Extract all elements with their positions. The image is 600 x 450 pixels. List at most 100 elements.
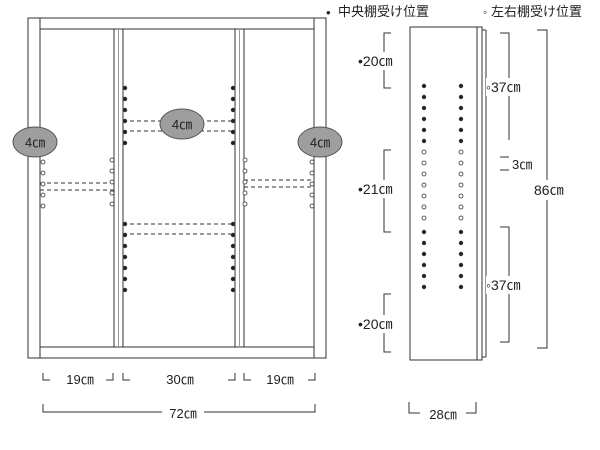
side-panel	[409, 26, 483, 361]
center-pin-hole	[122, 287, 128, 293]
center-pin-hole	[122, 107, 128, 113]
side-pin-hole	[421, 182, 427, 188]
center-pin-hole	[230, 254, 236, 260]
side-pin-hole	[40, 170, 46, 176]
center-pin-hole	[458, 105, 464, 111]
side-pin-hole	[242, 179, 248, 185]
center-pin-hole	[458, 94, 464, 100]
side-pin-hole	[242, 157, 248, 163]
side-pin-hole	[309, 203, 315, 209]
left-shelf	[40, 182, 114, 191]
side-pin-hole	[421, 171, 427, 177]
total-width-label: 72㎝	[169, 406, 196, 421]
center-pin-hole	[458, 284, 464, 290]
center-range-bottom-label: •20㎝	[358, 316, 392, 332]
side-range-top-label: ◦37㎝	[486, 79, 521, 95]
side-pin-hole	[421, 204, 427, 210]
side-pin-hole	[242, 201, 248, 207]
center-pin-hole	[230, 243, 236, 249]
side-pin-hole	[109, 168, 115, 174]
center-pin-hole	[421, 83, 427, 89]
side-pin-hole	[40, 159, 46, 165]
gap-badge-center: 4㎝	[159, 108, 205, 140]
front-view	[27, 17, 327, 359]
center-pin-hole	[421, 240, 427, 246]
side-pin-hole	[458, 149, 464, 155]
side-range-bottom-label: ◦37㎝	[486, 277, 521, 293]
center-pin-hole	[421, 116, 427, 122]
right-outer-panel	[313, 17, 327, 359]
side-pin-hole	[242, 190, 248, 196]
center-pin-hole	[458, 116, 464, 122]
center-pin-hole	[122, 265, 128, 271]
legend-side-label: 左右棚受け位置	[491, 4, 582, 19]
center-pin-hole	[421, 138, 427, 144]
center-pin-hole	[458, 127, 464, 133]
center-pin-hole	[122, 129, 128, 135]
side-pin-hole	[309, 170, 315, 176]
center-pin-hole	[458, 229, 464, 235]
side-pin-hole	[40, 203, 46, 209]
center-pin-hole	[230, 118, 236, 124]
center-shelf-lower	[123, 223, 235, 235]
legend-center-label: 中央棚受け位置	[338, 4, 429, 19]
center-pin-hole	[122, 85, 128, 91]
center-pin-hole	[421, 229, 427, 235]
center-pin-hole	[458, 262, 464, 268]
center-pin-hole	[122, 96, 128, 102]
legend-center-marker: •	[326, 5, 331, 20]
center-pin-hole	[230, 96, 236, 102]
legend: • 中央棚受け位置 ◦ 左右棚受け位置	[326, 4, 582, 20]
side-pin-hole	[109, 201, 115, 207]
side-pin-hole	[458, 171, 464, 177]
center-pin-hole	[230, 85, 236, 91]
side-pin-hole	[109, 157, 115, 163]
center-pin-hole	[421, 94, 427, 100]
depth-label: 28㎝	[429, 407, 456, 422]
legend-side-marker: ◦	[483, 5, 487, 19]
gap-badge-center-label: 4㎝	[172, 117, 192, 132]
center-pin-hole	[230, 276, 236, 282]
center-pin-hole	[458, 138, 464, 144]
side-pin-hole	[458, 182, 464, 188]
gap-badge-right: 4㎝	[297, 126, 343, 158]
center-pin-hole	[122, 140, 128, 146]
side-pin-hole	[109, 179, 115, 185]
side-pin-hole	[421, 160, 427, 166]
width-right-label: 19㎝	[266, 372, 293, 387]
center-pin-hole	[458, 83, 464, 89]
gap-badge-left: 4㎝	[12, 126, 58, 158]
center-pin-hole	[122, 221, 128, 227]
center-pin-hole	[122, 276, 128, 282]
side-pin-hole	[40, 192, 46, 198]
center-pin-hole	[421, 127, 427, 133]
side-pin-hole	[458, 215, 464, 221]
side-pin-hole	[421, 193, 427, 199]
side-view	[409, 26, 487, 361]
side-pin-hole	[309, 192, 315, 198]
side-pin-hole	[109, 190, 115, 196]
side-pin-hole	[309, 181, 315, 187]
center-pin-hole	[122, 118, 128, 124]
center-pin-hole	[122, 243, 128, 249]
center-pin-hole	[458, 240, 464, 246]
side-pin-hole	[458, 193, 464, 199]
center-pin-hole	[230, 232, 236, 238]
center-pin-hole	[421, 284, 427, 290]
side-pin-hole	[40, 181, 46, 187]
center-range-top-label: •20㎝	[358, 53, 392, 69]
center-pin-hole	[230, 129, 236, 135]
center-pin-hole	[230, 140, 236, 146]
center-pin-hole	[230, 221, 236, 227]
side-pin-hole	[421, 215, 427, 221]
left-outer-panel	[27, 17, 41, 359]
center-pin-hole	[421, 251, 427, 257]
center-range-middle-label: •21㎝	[358, 181, 392, 197]
side-pin-hole	[458, 204, 464, 210]
side-gap-label: 3㎝	[512, 157, 532, 172]
side-shelf-pin-holes	[421, 83, 464, 290]
total-height-label: 86㎝	[534, 182, 564, 198]
top-board	[39, 17, 315, 30]
center-pin-hole	[230, 287, 236, 293]
